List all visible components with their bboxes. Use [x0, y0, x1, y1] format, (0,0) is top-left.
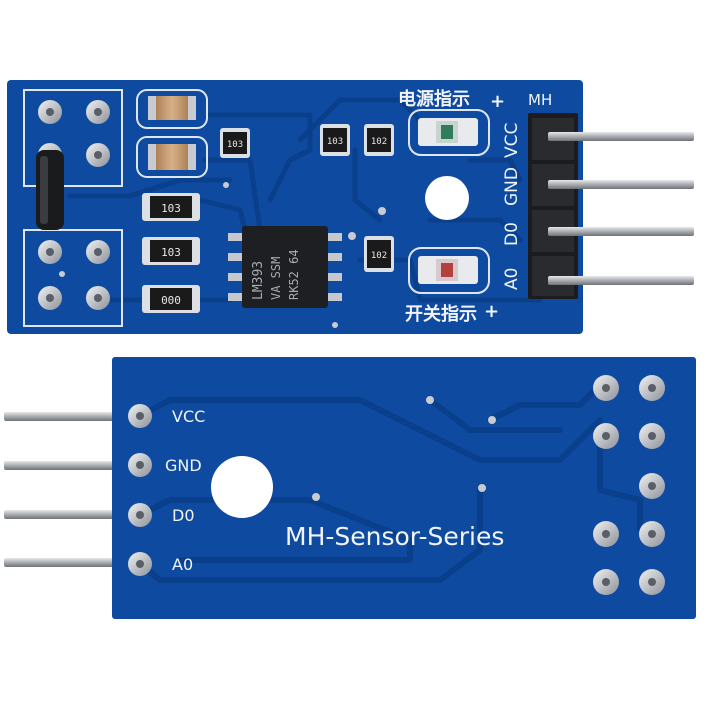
- top-board-traces: [67, 97, 543, 303]
- resistor-label: 103: [327, 137, 343, 147]
- pin-label-d0: D0: [502, 222, 522, 246]
- chip-marking: VA SSM: [269, 257, 283, 300]
- chip-marking: RK52 64: [287, 249, 301, 300]
- top-board-pin-header: [528, 113, 694, 299]
- resistor-label: 000: [161, 294, 181, 307]
- resistor-label: 103: [161, 202, 181, 215]
- pin-label-vcc: VCC: [502, 123, 522, 158]
- resistor-label: 103: [161, 246, 181, 259]
- top-board-vias: [59, 182, 386, 328]
- top-board-transistor: [36, 150, 64, 230]
- top-board-silk-outlines: [23, 89, 490, 327]
- top-board: 103 103 103 102 102 000 103: [7, 80, 694, 334]
- switch-led-label: 开关指示: [405, 303, 477, 325]
- top-board-capacitors: [148, 96, 196, 170]
- top-board-leds: [418, 118, 478, 284]
- resistor-label: 103: [227, 140, 243, 150]
- bottom-board-solder-pads: [593, 375, 665, 595]
- brand-mh-label: MH: [528, 91, 552, 109]
- switch-led-plus: +: [484, 301, 499, 322]
- top-board-lm393-chip: LM393 VA SSM RK52 64: [228, 226, 342, 308]
- bottom-board-traces: [137, 382, 643, 583]
- pin-label-vcc: VCC: [172, 407, 205, 426]
- resistor-label: 102: [371, 137, 387, 147]
- chip-marking: LM393: [251, 261, 266, 300]
- pin-label-gnd: GND: [502, 167, 522, 206]
- top-board-mount-hole: [425, 176, 469, 220]
- series-label: MH-Sensor-Series: [285, 522, 504, 551]
- pin-label-gnd: GND: [165, 456, 202, 475]
- bottom-board-vias: [312, 396, 496, 501]
- pin-label-a0: A0: [502, 268, 522, 290]
- power-led-label: 电源指示: [398, 88, 470, 110]
- pin-label-d0: D0: [172, 506, 195, 525]
- pin-label-a0: A0: [172, 555, 193, 574]
- bottom-board-pins: [4, 412, 116, 567]
- bottom-board-pcb: [112, 357, 696, 619]
- bottom-board: VCC GND D0 A0 MH-Sensor-Series: [4, 357, 696, 619]
- top-board-pads: [38, 100, 110, 310]
- top-board-resistors: 103 103 103 102 102 000 103: [142, 124, 394, 313]
- power-led-plus: +: [490, 91, 505, 112]
- resistor-label: 102: [371, 251, 387, 261]
- bottom-board-pin-pads: [128, 404, 152, 576]
- bottom-board-mount-hole: [211, 456, 273, 518]
